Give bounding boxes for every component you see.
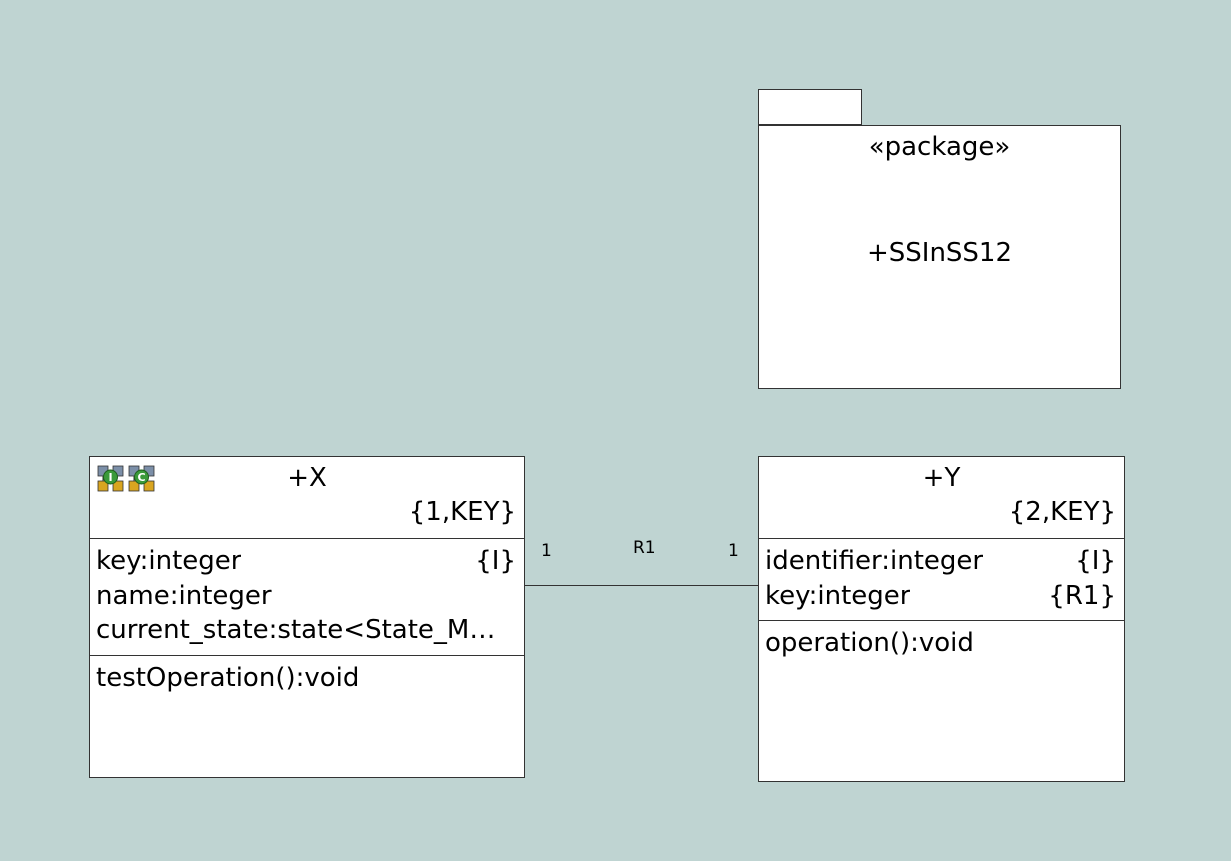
class-x-name: +X bbox=[287, 463, 327, 493]
attribute-row[interactable]: name:integer bbox=[96, 579, 516, 614]
class-x-attributes: key:integer {I} name:integer current_sta… bbox=[90, 539, 524, 656]
association-left-multiplicity: 1 bbox=[541, 541, 552, 561]
attribute-row[interactable]: key:integer {I} bbox=[96, 544, 516, 579]
association-name[interactable]: R1 bbox=[633, 538, 656, 558]
association-r1-line[interactable] bbox=[525, 585, 758, 586]
class-y-header: +Y {2,KEY} bbox=[759, 457, 1124, 539]
operation-row[interactable]: operation():void bbox=[765, 628, 974, 658]
class-y-operations: operation():void bbox=[759, 621, 1124, 665]
instance-state-icon: I bbox=[97, 465, 124, 492]
attribute-name: identifier:integer bbox=[765, 546, 984, 576]
attribute-name: key:integer bbox=[96, 546, 242, 576]
class-x-icons: I C bbox=[97, 465, 155, 492]
svg-text:C: C bbox=[137, 471, 145, 484]
class-y[interactable]: +Y {2,KEY} identifier:integer {I} key:in… bbox=[758, 456, 1125, 782]
class-y-key: {2,KEY} bbox=[1008, 497, 1116, 527]
attribute-row[interactable]: key:integer {R1} bbox=[765, 579, 1116, 614]
attribute-tag: {I} bbox=[1075, 546, 1116, 576]
attribute-row[interactable]: current_state:state<State_Model> bbox=[96, 613, 516, 648]
class-x-header: I C +X {1,KEY} bbox=[90, 457, 524, 539]
package-name: +SSInSS12 bbox=[866, 238, 1013, 268]
class-x-key: {1,KEY} bbox=[408, 497, 516, 527]
package-stereotype: «package» bbox=[868, 132, 1011, 162]
package-body[interactable]: «package» +SSInSS12 bbox=[758, 125, 1121, 389]
class-state-icon: C bbox=[128, 465, 155, 492]
operation-row[interactable]: testOperation():void bbox=[96, 663, 360, 693]
package-tab[interactable] bbox=[758, 89, 862, 125]
svg-text:I: I bbox=[108, 471, 112, 484]
attribute-row[interactable]: identifier:integer {I} bbox=[765, 544, 1116, 579]
class-x-operations: testOperation():void bbox=[90, 656, 524, 700]
association-right-multiplicity: 1 bbox=[728, 541, 739, 561]
attribute-name: current_state:state<State_Model> bbox=[96, 615, 506, 645]
attribute-tag: {I} bbox=[475, 546, 516, 576]
class-y-attributes: identifier:integer {I} key:integer {R1} bbox=[759, 539, 1124, 621]
attribute-name: name:integer bbox=[96, 580, 272, 611]
class-x[interactable]: I C +X {1,KEY} key:integer {I} bbox=[89, 456, 525, 778]
attribute-tag: {R1} bbox=[1048, 580, 1116, 611]
attribute-name: key:integer bbox=[765, 580, 911, 611]
class-y-name: +Y bbox=[922, 463, 961, 493]
